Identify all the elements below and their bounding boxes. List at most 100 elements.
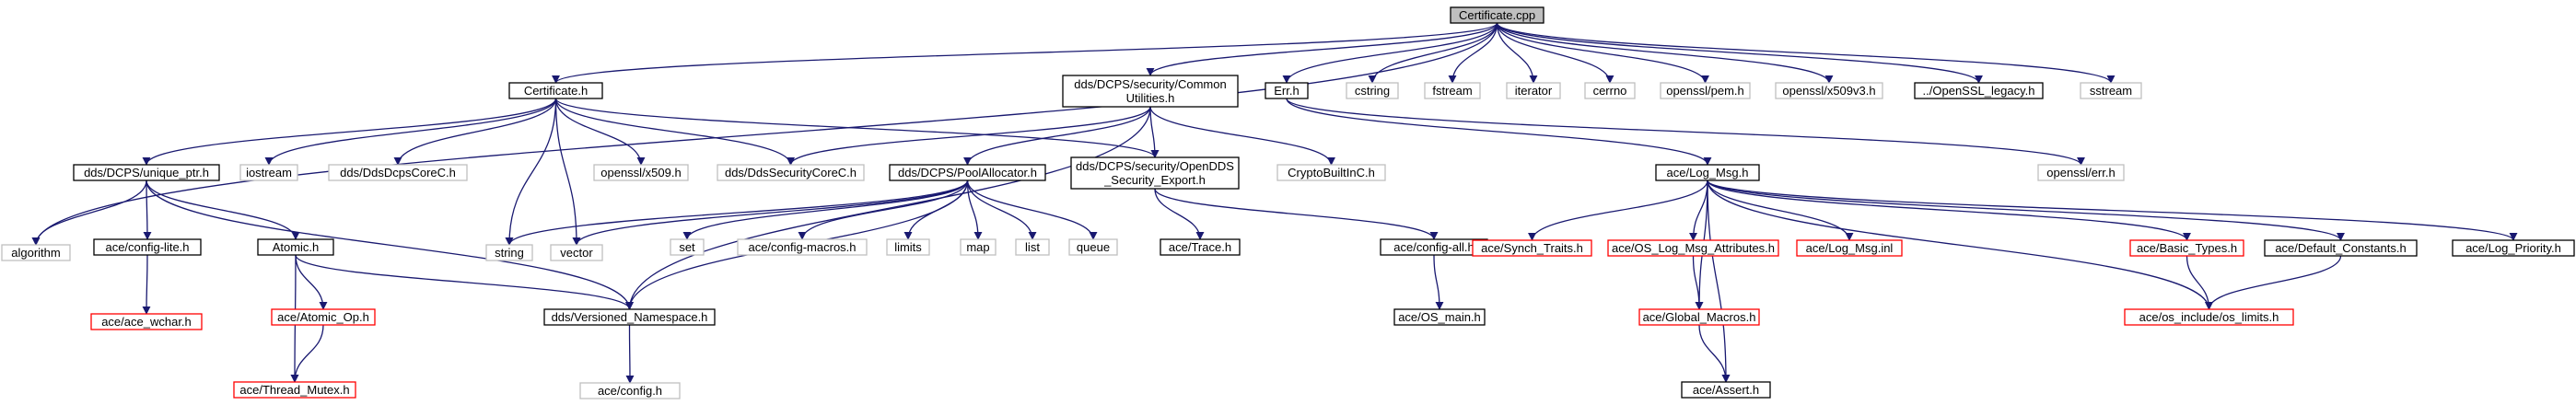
node-label: ace/Default_Constants.h: [2275, 241, 2406, 255]
node-box: [1070, 156, 1240, 190]
node-label: ace/OS_Log_Msg_Attributes.h: [1612, 241, 1775, 255]
node-dcpscorec[interactable]: dds/DdsDcpsCoreC.h: [328, 164, 468, 181]
edge-oslogmsg-to-globalmacros: [1692, 255, 1704, 310]
node-x509v3[interactable]: openssl/x509v3.h: [1775, 82, 1883, 99]
edge-uptr-to-atomic: [146, 179, 300, 240]
node-box: [2037, 164, 2125, 181]
node-trace[interactable]: ace/Trace.h: [1160, 238, 1241, 256]
node-root[interactable]: Certificate.cpp: [1450, 6, 1544, 24]
node-label: _Security_Export.h: [1103, 173, 1206, 187]
node-label: list: [1025, 240, 1040, 254]
node-synch[interactable]: ace/Synch_Traits.h: [1472, 239, 1592, 257]
node-box: [1015, 238, 1050, 256]
node-fstream[interactable]: fstream: [1424, 82, 1481, 99]
node-oslogmsg[interactable]: ace/OS_Log_Msg_Attributes.h: [1607, 239, 1779, 257]
node-limits[interactable]: limits: [886, 238, 930, 256]
node-label: ace/os_include/os_limits.h: [2139, 310, 2279, 324]
node-pool[interactable]: dds/DCPS/PoolAllocator.h: [889, 164, 1046, 181]
node-pem[interactable]: openssl/pem.h: [1660, 82, 1751, 99]
node-uptr[interactable]: dds/DCPS/unique_ptr.h: [73, 164, 220, 181]
node-list[interactable]: list: [1015, 238, 1050, 256]
node-box: [2080, 82, 2142, 99]
edge-err-to-logmsg: [1286, 98, 1712, 166]
node-label: dds/DCPS/security/OpenDDS: [1076, 159, 1234, 173]
edge-root-to-fstream: [1448, 22, 1498, 84]
edge-err-to-opensslerr: [1286, 98, 2085, 166]
node-acewchar[interactable]: ace/ace_wchar.h: [90, 313, 203, 330]
edge-versioned-to-aceconfig: [625, 324, 635, 384]
node-label: CryptoBuiltInC.h: [1288, 166, 1375, 179]
node-iostream[interactable]: iostream: [239, 164, 298, 181]
node-box: [1450, 6, 1544, 24]
node-label: algorithm: [11, 246, 60, 260]
node-atomicop[interactable]: ace/Atomic_Op.h: [271, 308, 376, 326]
node-label: dds/DdsSecurityCoreC.h: [725, 166, 857, 179]
node-secexport[interactable]: dds/DCPS/security/OpenDDS_Security_Expor…: [1070, 156, 1240, 190]
node-osmain[interactable]: ace/OS_main.h: [1393, 308, 1486, 326]
edge-logmsg-to-assert: [1707, 179, 1731, 383]
node-vector[interactable]: vector: [550, 244, 603, 261]
node-assert[interactable]: ace/Assert.h: [1681, 381, 1771, 399]
node-string[interactable]: string: [485, 244, 533, 261]
edge-logmsg-to-synch: [1527, 179, 1708, 241]
node-logmsginl[interactable]: ace/Log_Msg.inl: [1796, 239, 1903, 257]
node-aceconfig[interactable]: ace/config.h: [579, 382, 681, 399]
node-configmacros[interactable]: ace/config-macros.h: [737, 238, 868, 256]
edge-root-to-legacy: [1496, 22, 1983, 84]
node-iterator[interactable]: iterator: [1506, 82, 1561, 99]
node-legacy[interactable]: ../OpenSSL_legacy.h: [1914, 82, 2044, 99]
node-atomic[interactable]: Atomic.h: [257, 238, 334, 256]
node-crypto[interactable]: CryptoBuiltInC.h: [1276, 164, 1386, 181]
node-box: [543, 308, 716, 326]
node-label: Certificate.cpp: [1459, 8, 1535, 22]
node-configlite[interactable]: ace/config-lite.h: [93, 238, 202, 256]
node-label: sstream: [2090, 84, 2132, 98]
node-opensslerr[interactable]: openssl/err.h: [2037, 164, 2125, 181]
edge-root-to-algorithm: [31, 22, 1498, 246]
node-label: dds/DdsDcpsCoreC.h: [340, 166, 456, 179]
edge-pool-to-string: [505, 179, 969, 246]
node-box: [239, 164, 298, 181]
node-defconst[interactable]: ace/Default_Constants.h: [2264, 239, 2418, 257]
node-logprio[interactable]: ace/Log_Priority.h: [2452, 239, 2575, 257]
node-box: [1, 244, 71, 261]
node-logmsg[interactable]: ace/Log_Msg.h: [1655, 164, 1760, 181]
node-set[interactable]: set: [670, 238, 705, 256]
edge-common-to-pool: [963, 106, 1151, 166]
node-algorithm[interactable]: algorithm: [1, 244, 71, 261]
node-map[interactable]: map: [960, 238, 997, 256]
node-box: [1638, 308, 1760, 326]
edge-cert_h-to-vector: [554, 98, 581, 246]
node-label: ace/Basic_Types.h: [2137, 241, 2237, 255]
node-basictypes[interactable]: ace/Basic_Types.h: [2129, 239, 2244, 257]
node-box: [1346, 82, 1399, 99]
node-box: [1584, 82, 1636, 99]
edge-cert_h-to-x509: [554, 98, 646, 166]
node-err[interactable]: Err.h: [1265, 82, 1309, 99]
node-oslimits[interactable]: ace/os_include/os_limits.h: [2124, 308, 2294, 326]
node-cstring[interactable]: cstring: [1346, 82, 1399, 99]
node-configall[interactable]: ace/config-all.h: [1380, 238, 1488, 256]
node-box: [1062, 75, 1239, 108]
edge-configlite-to-acewchar: [142, 254, 151, 315]
node-cerrno[interactable]: cerrno: [1584, 82, 1636, 99]
node-box: [717, 164, 865, 181]
node-versioned[interactable]: dds/Versioned_Namespace.h: [543, 308, 716, 326]
node-cert_h[interactable]: Certificate.h: [508, 82, 603, 99]
node-label: Utilities.h: [1126, 91, 1175, 105]
edge-common-to-versioned: [624, 106, 1151, 310]
node-box: [328, 164, 468, 181]
edge-cert_h-to-iostream: [264, 98, 557, 166]
node-box: [2129, 239, 2244, 257]
node-seccorec[interactable]: dds/DdsSecurityCoreC.h: [717, 164, 865, 181]
node-threadmutex[interactable]: ace/Thread_Mutex.h: [233, 381, 356, 399]
node-sstream[interactable]: sstream: [2080, 82, 2142, 99]
node-globalmacros[interactable]: ace/Global_Macros.h: [1638, 308, 1760, 326]
node-x509[interactable]: openssl/x509.h: [593, 164, 689, 181]
node-box: [593, 164, 689, 181]
node-label: dds/DCPS/unique_ptr.h: [84, 166, 209, 179]
node-box: [1607, 239, 1779, 257]
node-queue[interactable]: queue: [1068, 238, 1118, 256]
